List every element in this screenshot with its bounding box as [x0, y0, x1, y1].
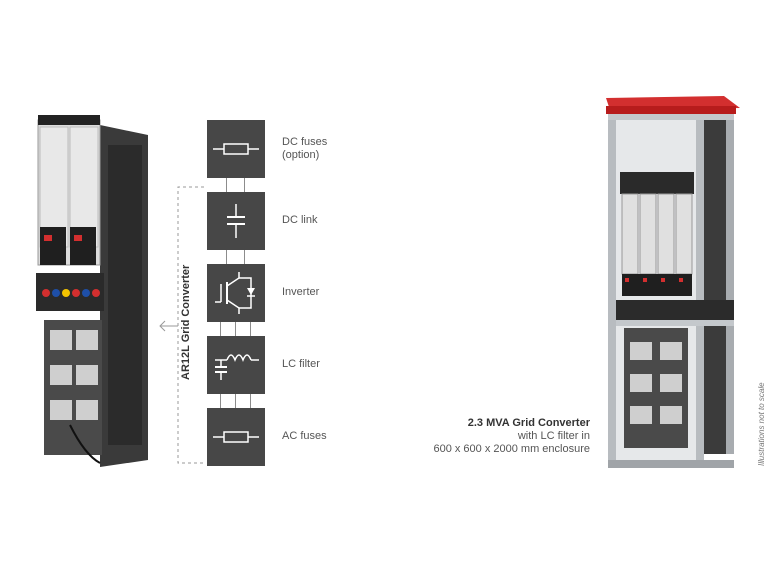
block-ac-fuses	[207, 408, 265, 466]
scale-note: Illustrations not to scale	[757, 382, 766, 466]
arrow-left-icon	[159, 320, 178, 332]
inductor-capacitor-icon	[215, 354, 259, 380]
block-lc-filter	[207, 336, 265, 394]
fuse-icon	[213, 143, 259, 155]
fuse-icon	[213, 431, 259, 443]
enclosure-illustration	[606, 96, 740, 468]
label-dc-link: DC link	[282, 214, 318, 226]
block-inverter	[207, 264, 265, 322]
block-dc-fuses	[207, 120, 265, 178]
label-lc-filter: LC filter	[282, 358, 320, 370]
label-inverter: Inverter	[282, 286, 320, 298]
label-dc-fuses: DC fuses (option)	[282, 136, 328, 161]
drive-module-illustration	[36, 115, 148, 467]
group-label: AR12L Grid Converter	[180, 264, 192, 380]
block-dc-link	[207, 192, 265, 250]
group-bracket	[177, 186, 204, 464]
transistor-icon	[215, 272, 255, 314]
enclosure-caption: 2.3 MVA Grid Converter with LC filter in…	[433, 417, 590, 455]
capacitor-icon	[227, 204, 245, 238]
label-ac-fuses: AC fuses	[282, 430, 327, 442]
